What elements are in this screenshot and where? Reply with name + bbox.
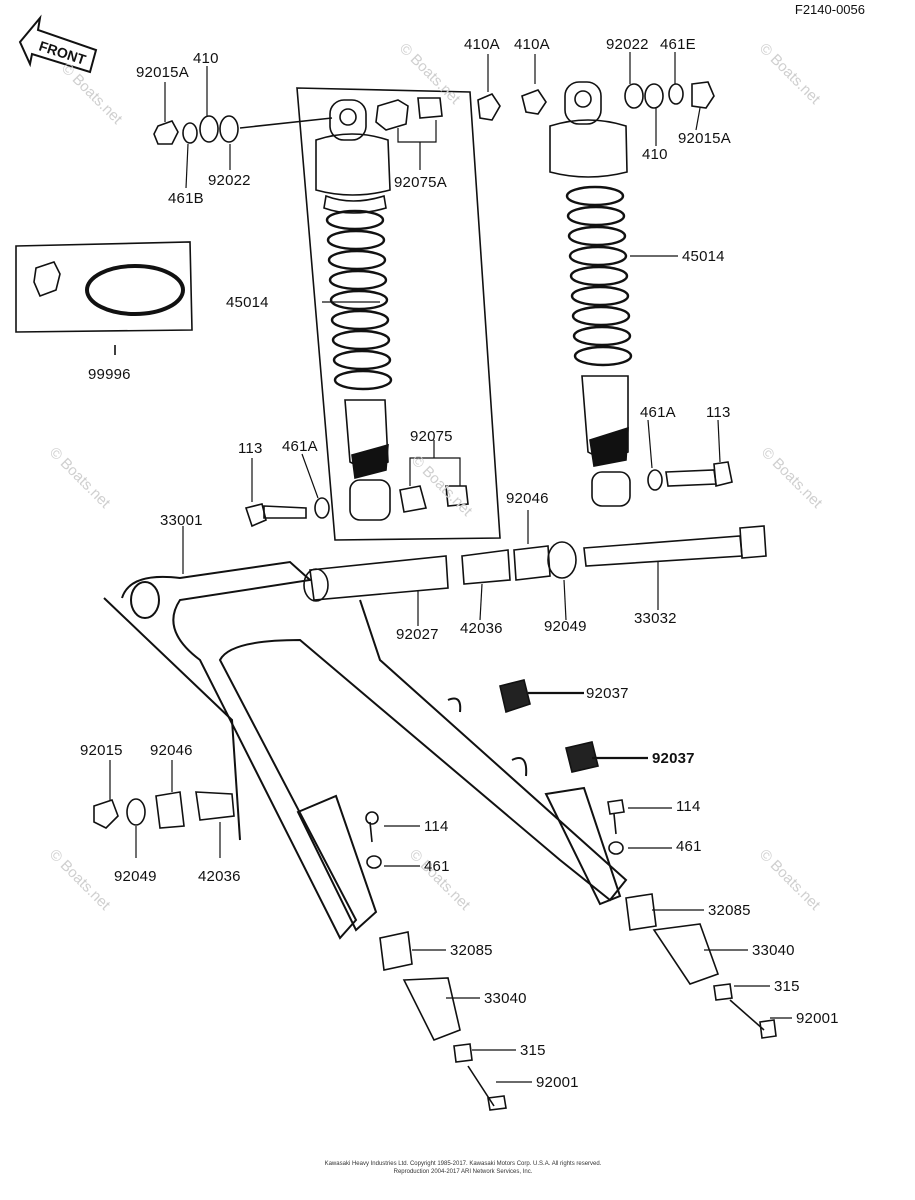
part-label: 92015A [136, 64, 189, 81]
part-label: 33001 [160, 512, 203, 529]
part-label: 410A [514, 36, 550, 53]
part-label: 33040 [484, 990, 527, 1007]
document-id: F2140-0056 [794, 2, 865, 17]
part-label: 92001 [536, 1074, 579, 1091]
part-label: 92049 [114, 868, 157, 885]
kit-99996-box [15, 241, 193, 355]
part-label: 315 [774, 978, 800, 995]
part-label: 33032 [634, 610, 677, 627]
part-label: 92075A [394, 174, 447, 191]
part-label: 92046 [506, 490, 549, 507]
part-label: 33040 [752, 942, 795, 959]
part-label: 410A [464, 36, 500, 53]
left-side-hardware [93, 791, 507, 1111]
part-label: 92015A [678, 130, 731, 147]
swing-arm [103, 560, 628, 940]
part-label: 461 [676, 838, 702, 855]
pivot-shaft-group [303, 525, 767, 773]
part-label: 114 [676, 798, 701, 815]
left-shock-absorber [315, 99, 393, 521]
part-label: 461E [660, 36, 696, 53]
right-shock-absorber [549, 81, 633, 507]
part-label: 92037 [652, 750, 695, 767]
part-label: 92049 [544, 618, 587, 635]
top-small-parts [153, 81, 715, 145]
part-label: 113 [238, 440, 263, 457]
part-label: 92037 [586, 685, 629, 702]
part-label: 92075 [410, 428, 453, 445]
part-label: 92046 [150, 742, 193, 759]
part-label: 92027 [396, 626, 439, 643]
part-label: 315 [520, 1042, 546, 1059]
leader-lines [109, 52, 792, 1083]
part-label: 42036 [460, 620, 503, 637]
part-label: 92022 [606, 36, 649, 53]
shock-group-outline [296, 87, 501, 541]
part-label: 410 [642, 146, 668, 163]
part-label: 114 [424, 818, 449, 835]
part-label: 99996 [88, 366, 131, 383]
part-label: 461B [168, 190, 204, 207]
part-label: 113 [706, 404, 731, 421]
part-label: 32085 [450, 942, 493, 959]
part-label: 92022 [208, 172, 251, 189]
part-label: 92001 [796, 1010, 839, 1027]
part-label: 42036 [198, 868, 241, 885]
part-label: 461 [424, 858, 450, 875]
lower-hardware [244, 461, 733, 528]
part-label: 461A [640, 404, 676, 421]
part-label: 32085 [708, 902, 751, 919]
part-label: 45014 [682, 248, 725, 265]
part-label: 45014 [226, 294, 269, 311]
copyright-footer: Kawasaki Heavy Industries Ltd. Copyright… [324, 1161, 602, 1175]
part-label: 461A [282, 438, 318, 455]
front-arrow-icon: FRONT [18, 14, 98, 74]
right-side-hardware [607, 799, 777, 1039]
part-label: 92015 [80, 742, 123, 759]
part-label: 410 [193, 50, 219, 67]
